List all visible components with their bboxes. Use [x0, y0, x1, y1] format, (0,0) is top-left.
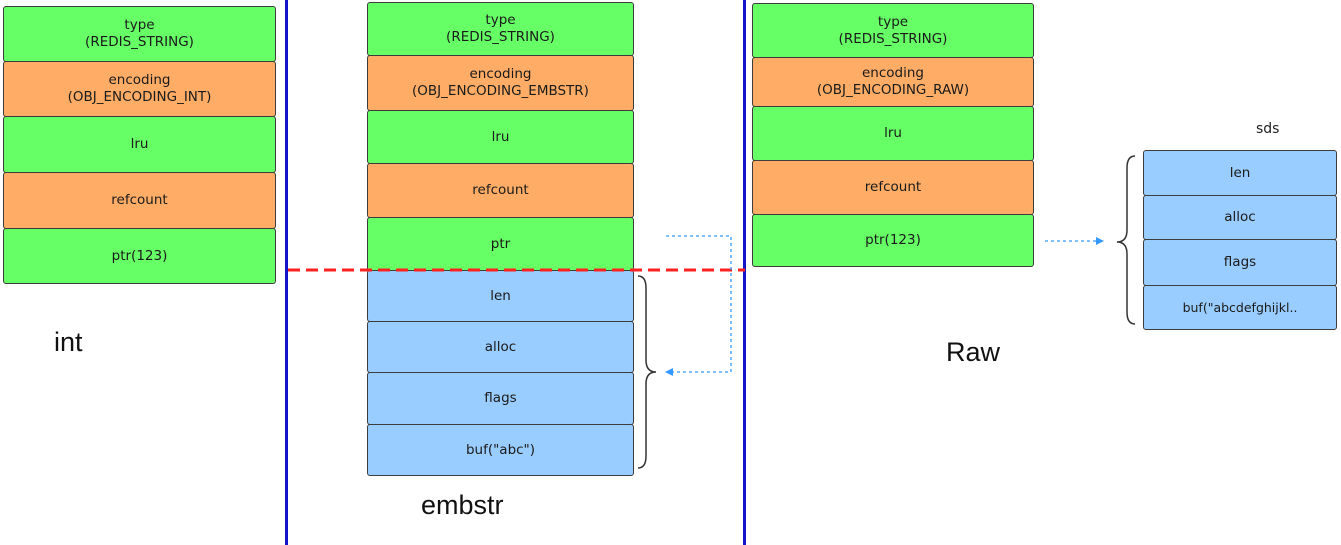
int-caption: int	[54, 327, 83, 357]
embstr-sds-brace	[637, 275, 657, 469]
divider-left	[285, 0, 288, 545]
int-ptr-field: ptr(123)	[3, 228, 276, 284]
int-refcount-field: refcount	[3, 172, 276, 229]
raw-sds-flags-field: flags	[1143, 239, 1337, 286]
raw-encoding-field: encoding (OBJ_ENCODING_RAW)	[752, 57, 1034, 107]
embstr-sds-alloc-field: alloc	[367, 321, 634, 373]
int-encoding-field: encoding (OBJ_ENCODING_INT)	[3, 61, 276, 117]
embstr-refcount-field: refcount	[367, 163, 634, 218]
sds-label: sds	[1256, 121, 1280, 137]
embstr-sds-len-field: len	[367, 270, 634, 322]
embstr-sds-flags-field: flags	[367, 372, 634, 425]
embstr-caption: embstr	[421, 490, 504, 520]
raw-ptr-field: ptr(123)	[752, 214, 1034, 267]
raw-sds-len-field: len	[1143, 150, 1337, 196]
raw-sds-brace	[1116, 155, 1136, 325]
raw-type-field: type (REDIS_STRING)	[752, 3, 1034, 58]
embstr-ptr-arrow	[665, 235, 732, 376]
divider-right	[743, 0, 746, 545]
raw-sds-buf-field: buf("abcdefghijkl..	[1143, 285, 1337, 330]
embstr-encoding-field: encoding (OBJ_ENCODING_EMBSTR)	[367, 55, 634, 111]
embstr-sds-buf-field: buf("abc")	[367, 424, 634, 476]
raw-lru-field: lru	[752, 106, 1034, 161]
int-lru-field: lru	[3, 116, 276, 173]
raw-caption: Raw	[946, 337, 1001, 367]
